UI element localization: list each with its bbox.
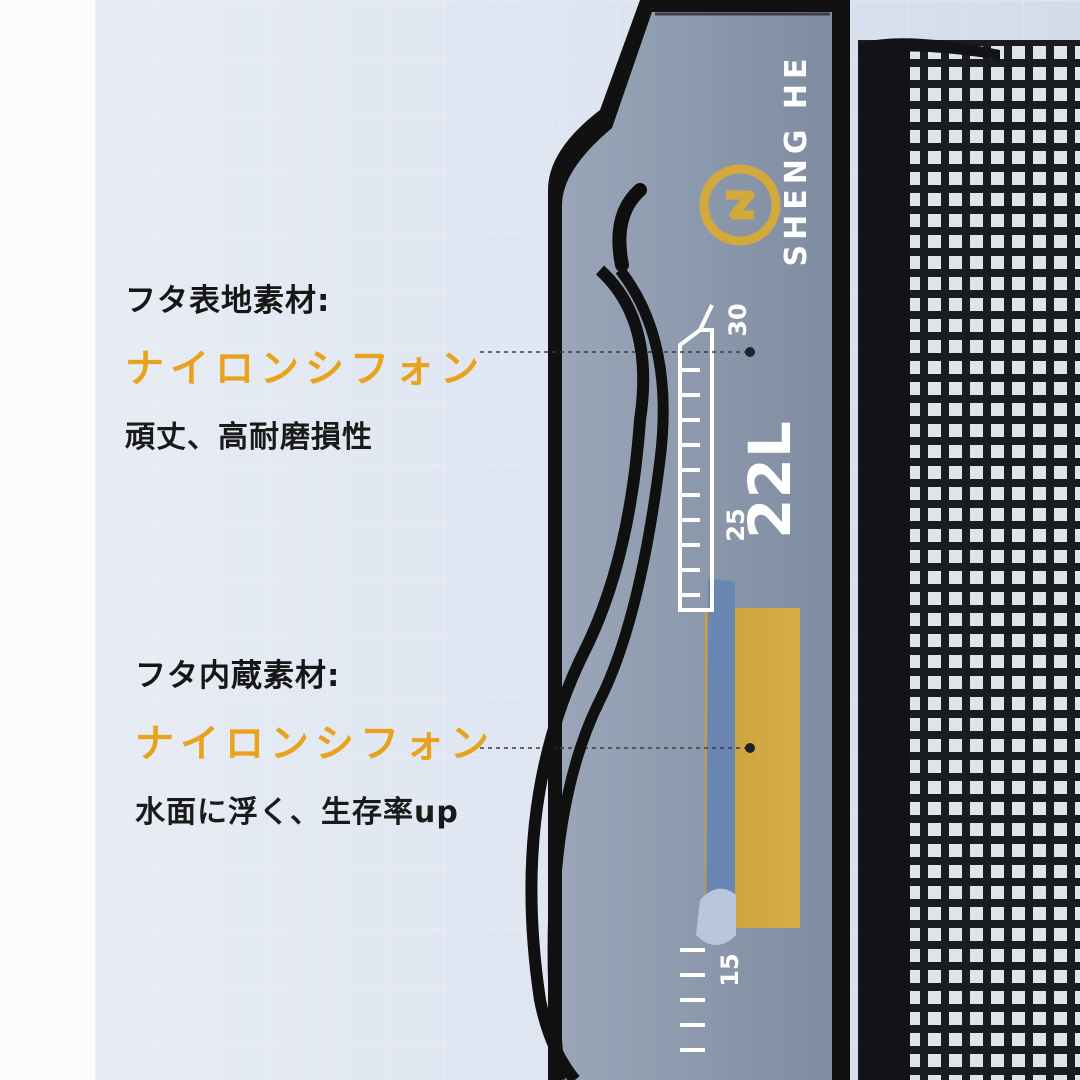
callout-material: ナイロンシフォン (125, 347, 486, 392)
callout-heading: フタ内蔵素材: (135, 658, 341, 694)
callout-description: 水面に浮く、生存率up (135, 795, 459, 830)
ruler (678, 304, 714, 1052)
brand-name: SHENG HE (779, 54, 814, 267)
leader-dot-bottom (745, 743, 755, 753)
leader-dot-top (745, 347, 755, 357)
callout-inner-material: フタ内蔵素材: ナイロンシフォン 水面に浮く、生存率up (135, 650, 495, 831)
callout-heading: フタ表地素材: (125, 283, 331, 319)
callout-material: ナイロンシフォン (135, 722, 496, 767)
brand-logo (699, 164, 781, 246)
mesh-body (858, 38, 1080, 1080)
scale-tick-30: 30 (724, 303, 752, 336)
capacity-label: 22L (736, 421, 804, 539)
callout-outer-material: フタ表地素材: ナイロンシフォン 頑丈、高耐磨損性 (125, 275, 485, 456)
peel-strip (696, 578, 736, 945)
callout-description: 頑丈、高耐磨損性 (125, 420, 373, 455)
scale-tick-25: 25 (722, 508, 750, 541)
cord (525, 183, 669, 1080)
scale-tick-15: 15 (716, 953, 744, 986)
